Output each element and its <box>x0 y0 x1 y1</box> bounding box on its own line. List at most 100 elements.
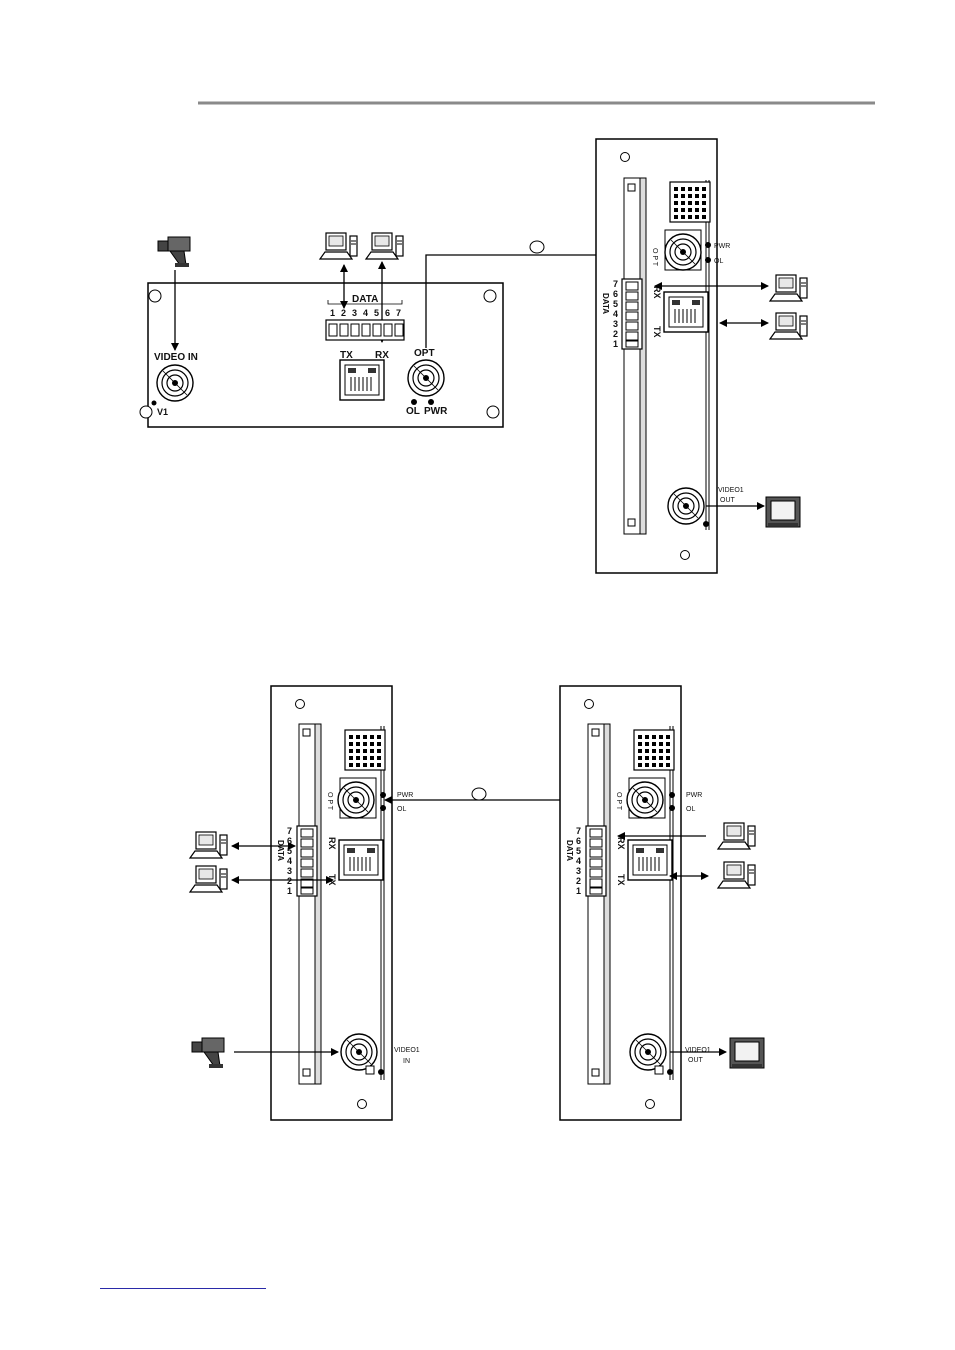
video1-label: VIDEO1 <box>685 1047 711 1054</box>
pin-numbers: 7 6 5 4 3 2 1 <box>576 826 581 896</box>
receiver-card: O P T PWR OL DATA 7 6 5 4 3 2 1 RX TX VI… <box>595 138 744 574</box>
data-terminal-block <box>296 825 318 897</box>
computer-icon <box>717 861 756 889</box>
rj45-port-icon <box>627 839 673 881</box>
ol-label: OL <box>686 806 695 813</box>
rj45-port-icon <box>663 291 709 333</box>
svg-text:1: 1 <box>287 886 292 896</box>
svg-text:3: 3 <box>613 319 618 329</box>
ol-label: OL <box>406 406 420 417</box>
svg-text:4: 4 <box>576 856 581 866</box>
optical-connector-icon <box>664 233 702 271</box>
data-pin-numbers: 1 2 3 4 5 6 7 <box>330 308 401 318</box>
bnc-connector-icon <box>667 487 705 525</box>
svg-text:6: 6 <box>576 836 581 846</box>
video1-label: VIDEO1 <box>718 487 744 494</box>
rx-label: RX <box>327 837 337 850</box>
svg-text:2: 2 <box>613 329 618 339</box>
out-label: OUT <box>720 497 736 504</box>
tx-label: TX <box>616 874 626 886</box>
data-vertical-label: DATA <box>276 840 285 861</box>
monitor-icon <box>765 496 801 528</box>
v1-label: V1 <box>157 407 168 417</box>
computer-icon <box>769 312 808 340</box>
svg-text:1: 1 <box>613 339 618 349</box>
svg-text:4: 4 <box>613 309 618 319</box>
ol-label: OL <box>714 258 723 265</box>
rx-label: RX <box>375 350 389 361</box>
svg-text:5: 5 <box>576 846 581 856</box>
svg-text:6: 6 <box>613 289 618 299</box>
svg-text:1: 1 <box>330 308 335 318</box>
transmitter-unit: VIDEO IN V1 DATA 1 2 3 4 5 6 7 <box>139 232 504 428</box>
optical-connector-icon <box>337 781 375 819</box>
monitor-icon <box>729 1037 765 1069</box>
rj45-port-icon <box>339 359 385 401</box>
svg-text:7: 7 <box>396 308 401 318</box>
svg-text:7: 7 <box>613 279 618 289</box>
left-card: O P T PWR OL DATA 7 6 5 4 3 2 1 RX TX VI… <box>270 685 420 1121</box>
computer-icon <box>189 831 228 859</box>
rj45-port-icon <box>338 839 384 881</box>
svg-text:5: 5 <box>613 299 618 309</box>
pwr-label: PWR <box>714 243 730 250</box>
fan-grille-icon <box>633 729 675 771</box>
footer-link[interactable] <box>100 1274 266 1289</box>
optical-connector-icon <box>626 781 664 819</box>
rx-label: RX <box>616 837 626 850</box>
svg-text:2: 2 <box>576 876 581 886</box>
data-terminal-block <box>585 825 607 897</box>
bnc-connector-icon <box>156 364 194 402</box>
svg-text:2: 2 <box>341 308 346 318</box>
camera-icon <box>157 236 191 268</box>
svg-text:3: 3 <box>576 866 581 876</box>
data-label: DATA <box>352 294 378 305</box>
ol-label: OL <box>397 806 406 813</box>
data-vertical-label: DATA <box>601 293 610 314</box>
computer-icon <box>189 865 228 893</box>
pwr-label: PWR <box>397 792 413 799</box>
data-vertical-label: DATA <box>565 840 574 861</box>
svg-text:1: 1 <box>576 886 581 896</box>
rx-label: RX <box>652 286 662 299</box>
svg-text:3: 3 <box>287 866 292 876</box>
svg-text:5: 5 <box>374 308 379 318</box>
computer-icon <box>319 232 358 260</box>
svg-text:6: 6 <box>287 836 292 846</box>
pin-numbers: 7 6 5 4 3 2 1 <box>613 279 618 349</box>
opt-vertical-label: O P T <box>615 792 622 811</box>
computer-icon <box>769 274 808 302</box>
pwr-label: PWR <box>686 792 702 799</box>
video-in-label: VIDEO IN <box>154 352 198 363</box>
out-label: OUT <box>688 1057 704 1064</box>
pwr-label: PWR <box>424 406 448 417</box>
diagram2: O P T PWR OL DATA 7 6 5 4 3 2 1 RX TX VI… <box>189 685 765 1121</box>
bnc-connector-icon <box>340 1033 378 1071</box>
in-label: IN <box>403 1058 410 1065</box>
svg-text:5: 5 <box>287 846 292 856</box>
computer-icon <box>365 232 404 260</box>
svg-text:2: 2 <box>287 876 292 886</box>
svg-text:4: 4 <box>363 308 368 318</box>
tx-label: TX <box>340 350 353 361</box>
diagram1: VIDEO IN V1 DATA 1 2 3 4 5 6 7 <box>139 138 808 574</box>
svg-text:7: 7 <box>287 826 292 836</box>
video1-label: VIDEO1 <box>394 1047 420 1054</box>
pin-numbers: 7 6 5 4 3 2 1 <box>287 826 292 896</box>
data-terminal-block <box>621 278 643 350</box>
fiber-loop-icon <box>471 787 487 801</box>
right-card: O P T PWR OL DATA 7 6 5 4 3 2 1 RX TX VI… <box>559 685 711 1121</box>
opt-vertical-label: O P T <box>326 792 333 811</box>
svg-text:4: 4 <box>287 856 292 866</box>
camera-icon <box>191 1037 225 1069</box>
fiber-loop-icon <box>529 240 545 254</box>
bnc-connector-icon <box>629 1033 667 1071</box>
opt-label: OPT <box>414 348 435 359</box>
svg-text:3: 3 <box>352 308 357 318</box>
optical-connector-icon <box>407 359 445 397</box>
opt-vertical-label: O P T <box>651 248 658 267</box>
computer-icon <box>717 822 756 850</box>
svg-text:6: 6 <box>385 308 390 318</box>
fan-grille-icon <box>669 181 711 223</box>
